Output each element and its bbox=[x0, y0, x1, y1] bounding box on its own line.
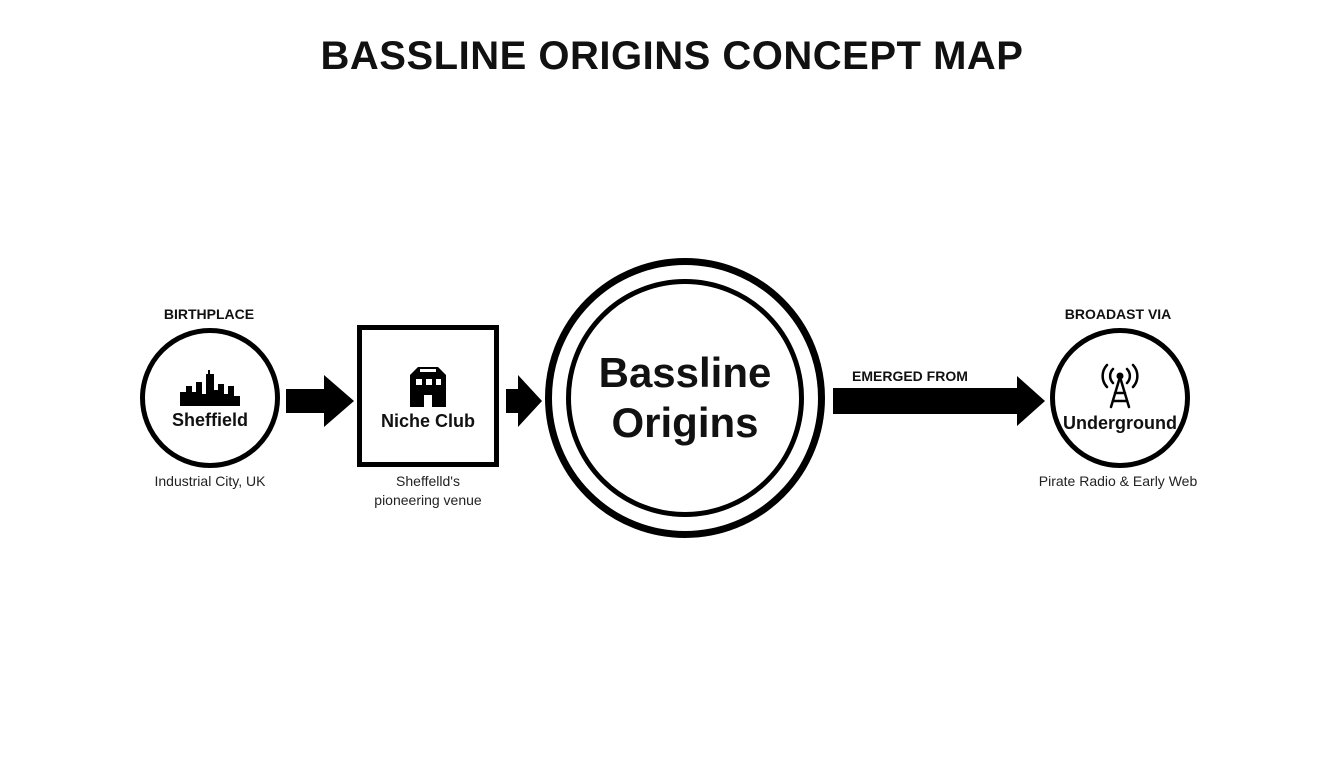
broadcast-via-tag: BROADAST VIA bbox=[1064, 306, 1172, 322]
sheffield-caption: Industrial City, UK bbox=[154, 473, 266, 489]
niche-club-label: Niche Club bbox=[380, 410, 475, 431]
arrow-emerged-from bbox=[833, 376, 1045, 426]
niche-club-caption: Sheffelld's pioneering venue bbox=[340, 472, 516, 510]
radio-tower-icon bbox=[1093, 363, 1147, 409]
birthplace-tag: BIRTHPLACE bbox=[163, 306, 255, 322]
niche-club-node: Niche Club bbox=[357, 325, 499, 467]
bassline-origins-outer-ring bbox=[545, 258, 825, 538]
niche-club-caption-line1: Sheffelld's bbox=[396, 473, 460, 489]
center-title-line2: Origins bbox=[611, 399, 759, 446]
underground-label: Underground bbox=[1063, 412, 1177, 433]
niche-club-caption-line2: pioneering venue bbox=[374, 492, 482, 508]
underground-caption: Pirate Radio & Early Web bbox=[1038, 473, 1198, 489]
arrow-club-to-center bbox=[506, 375, 542, 427]
center-title-line1: Bassline bbox=[598, 349, 772, 396]
city-skyline-icon bbox=[178, 366, 242, 406]
page-title: BASSLINE ORIGINS CONCEPT MAP bbox=[320, 34, 1024, 78]
sheffield-node: Sheffield bbox=[140, 328, 280, 468]
emerged-from-label: EMERGED FROM bbox=[852, 368, 968, 384]
underground-node: Underground bbox=[1050, 328, 1190, 468]
building-icon bbox=[404, 361, 452, 407]
sheffield-label: Sheffield bbox=[171, 409, 248, 430]
bassline-origins-node: Bassline Origins bbox=[566, 279, 804, 517]
arrow-sheffield-to-club bbox=[286, 375, 354, 427]
